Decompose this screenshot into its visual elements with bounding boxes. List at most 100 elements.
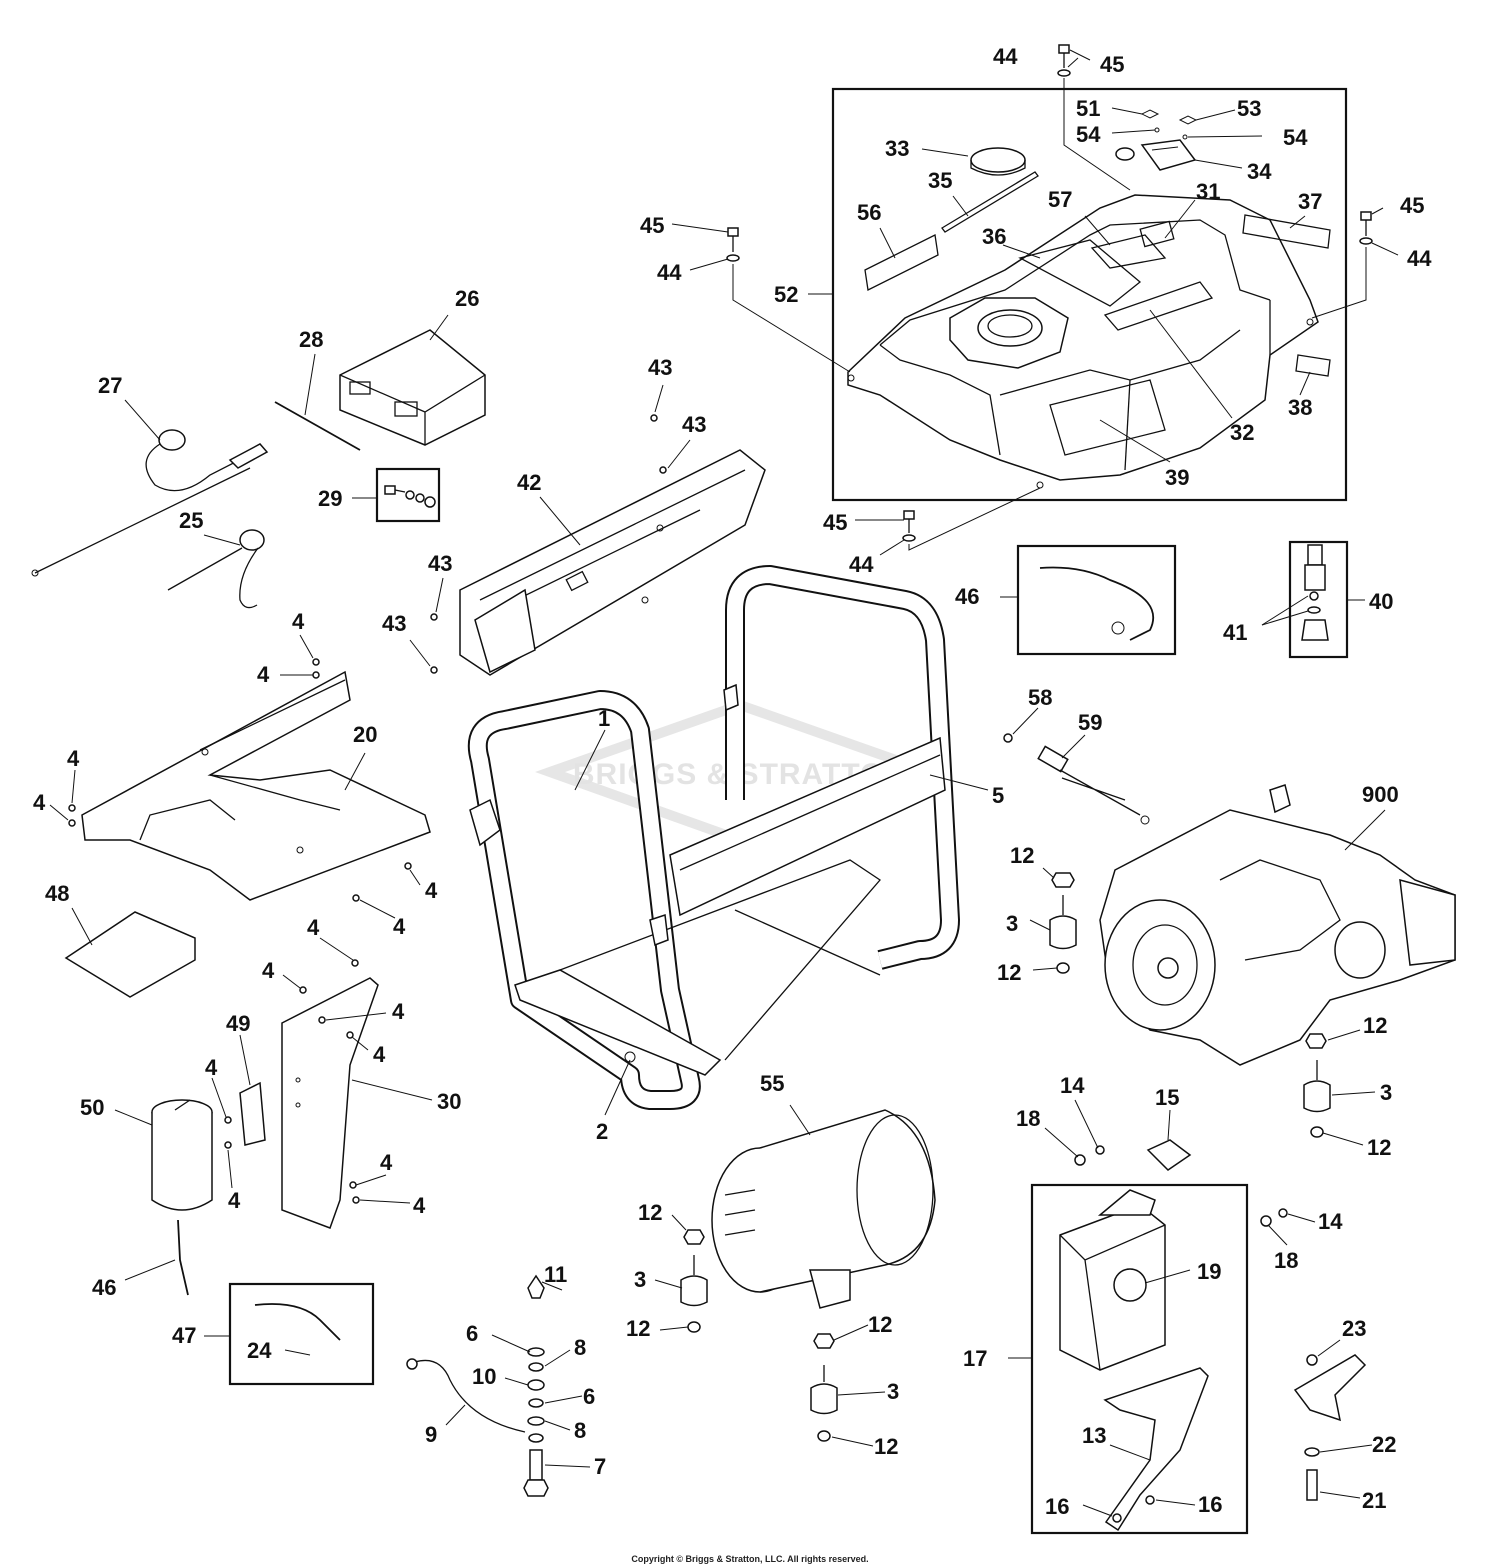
label-12-e: 12 [638,1200,662,1225]
tank-bolts [726,44,1373,542]
fuel-gauge [1115,139,1197,171]
label-12-h: 12 [874,1434,898,1459]
screws [68,414,1320,1523]
label-38: 38 [1288,395,1312,420]
label-4-a: 4 [292,609,305,634]
label-2: 2 [596,1119,608,1144]
label-50: 50 [80,1095,104,1120]
label-37: 37 [1298,189,1322,214]
label-5: 5 [992,783,1004,808]
label-59: 59 [1078,710,1102,735]
decal-53 [1178,115,1198,125]
label-26: 26 [455,286,479,311]
wire-connector [1037,745,1150,825]
label-54-left: 54 [1076,122,1101,147]
label-4-i: 4 [392,999,405,1024]
label-44-left: 44 [657,260,682,285]
label-41: 41 [1223,620,1247,645]
label-44-top: 44 [993,44,1018,69]
label-47: 47 [172,1323,196,1348]
ground-stud-hardware [523,1274,549,1497]
label-46-right: 46 [955,584,979,609]
label-12-b: 12 [997,960,1021,985]
fuel-line-clamp [1111,621,1125,635]
label-46-left: 46 [92,1275,116,1300]
label-8-top: 8 [574,1335,586,1360]
label-54-right: 54 [1283,125,1308,150]
decal-51 [1140,109,1160,119]
gasket [1146,1139,1192,1171]
label-6-bottom: 6 [583,1384,595,1409]
label-12-a: 12 [1010,843,1034,868]
label-4-n: 4 [413,1193,426,1218]
label-28: 28 [299,327,323,352]
decal-37 [1242,214,1331,249]
label-6-top: 6 [466,1321,478,1346]
leader-lines-tank [732,78,1367,551]
charcoal-canister [151,1099,213,1211]
label-25: 25 [179,508,203,533]
label-44-bottom: 44 [849,552,874,577]
hardware-kit-box [375,467,441,523]
ground-wire [414,1359,526,1433]
label-4-j: 4 [373,1042,386,1067]
label-12-g: 12 [626,1316,650,1341]
label-4-d: 4 [33,790,46,815]
bracket-49 [239,1081,266,1146]
copyright-notice: Copyright © Briggs & Stratton, LLC. All … [631,1554,868,1564]
label-18-left: 18 [1016,1106,1040,1131]
label-36: 36 [982,224,1006,249]
label-45-bottom: 45 [823,510,847,535]
hose-kit-box [228,1282,375,1386]
label-33: 33 [885,136,909,161]
wire-tie-28 [274,401,361,451]
label-4-g: 4 [307,915,320,940]
hardware-kit [384,485,436,508]
label-12-c: 12 [1363,1013,1387,1038]
label-43-c: 43 [428,551,452,576]
panel-42 [459,449,766,676]
fuel-tank [847,194,1319,489]
label-40: 40 [1369,589,1393,614]
fuel-valve [1301,544,1329,641]
wire-harness-25 [167,529,265,609]
label-43-b: 43 [682,412,706,437]
fuel-line [1039,566,1155,641]
label-49: 49 [226,1011,250,1036]
label-16-left: 16 [1045,1494,1069,1519]
hose-46 [177,1219,189,1296]
label-4-h: 4 [262,958,275,983]
label-45-left: 45 [640,213,664,238]
label-21: 21 [1362,1488,1386,1513]
label-32: 32 [1230,420,1254,445]
label-16-right: 16 [1198,1492,1222,1517]
label-45-right: 45 [1400,193,1424,218]
label-10: 10 [472,1364,496,1389]
panel-30 [281,977,379,1229]
engine [1099,784,1456,1066]
label-4-m: 4 [228,1188,241,1213]
label-34: 34 [1247,159,1272,184]
gas-cap [970,147,1026,176]
label-43-d: 43 [382,611,406,636]
label-55: 55 [760,1071,784,1096]
label-1: 1 [598,706,610,731]
label-9: 9 [425,1422,437,1447]
label-42: 42 [517,470,541,495]
label-7: 7 [594,1454,606,1479]
label-56: 56 [857,200,881,225]
label-13: 13 [1082,1423,1106,1448]
panel-20 [81,670,431,901]
heat-shield-48 [64,911,196,998]
label-31: 31 [1196,179,1220,204]
decal-35 [941,171,1039,233]
label-3-c: 3 [634,1267,646,1292]
label-11: 11 [544,1262,567,1287]
label-35: 35 [928,168,952,193]
label-18-right: 18 [1274,1248,1298,1273]
label-24: 24 [247,1338,272,1363]
label-4-c: 4 [67,746,80,771]
label-4-l: 4 [380,1150,393,1175]
label-4-f: 4 [393,914,406,939]
